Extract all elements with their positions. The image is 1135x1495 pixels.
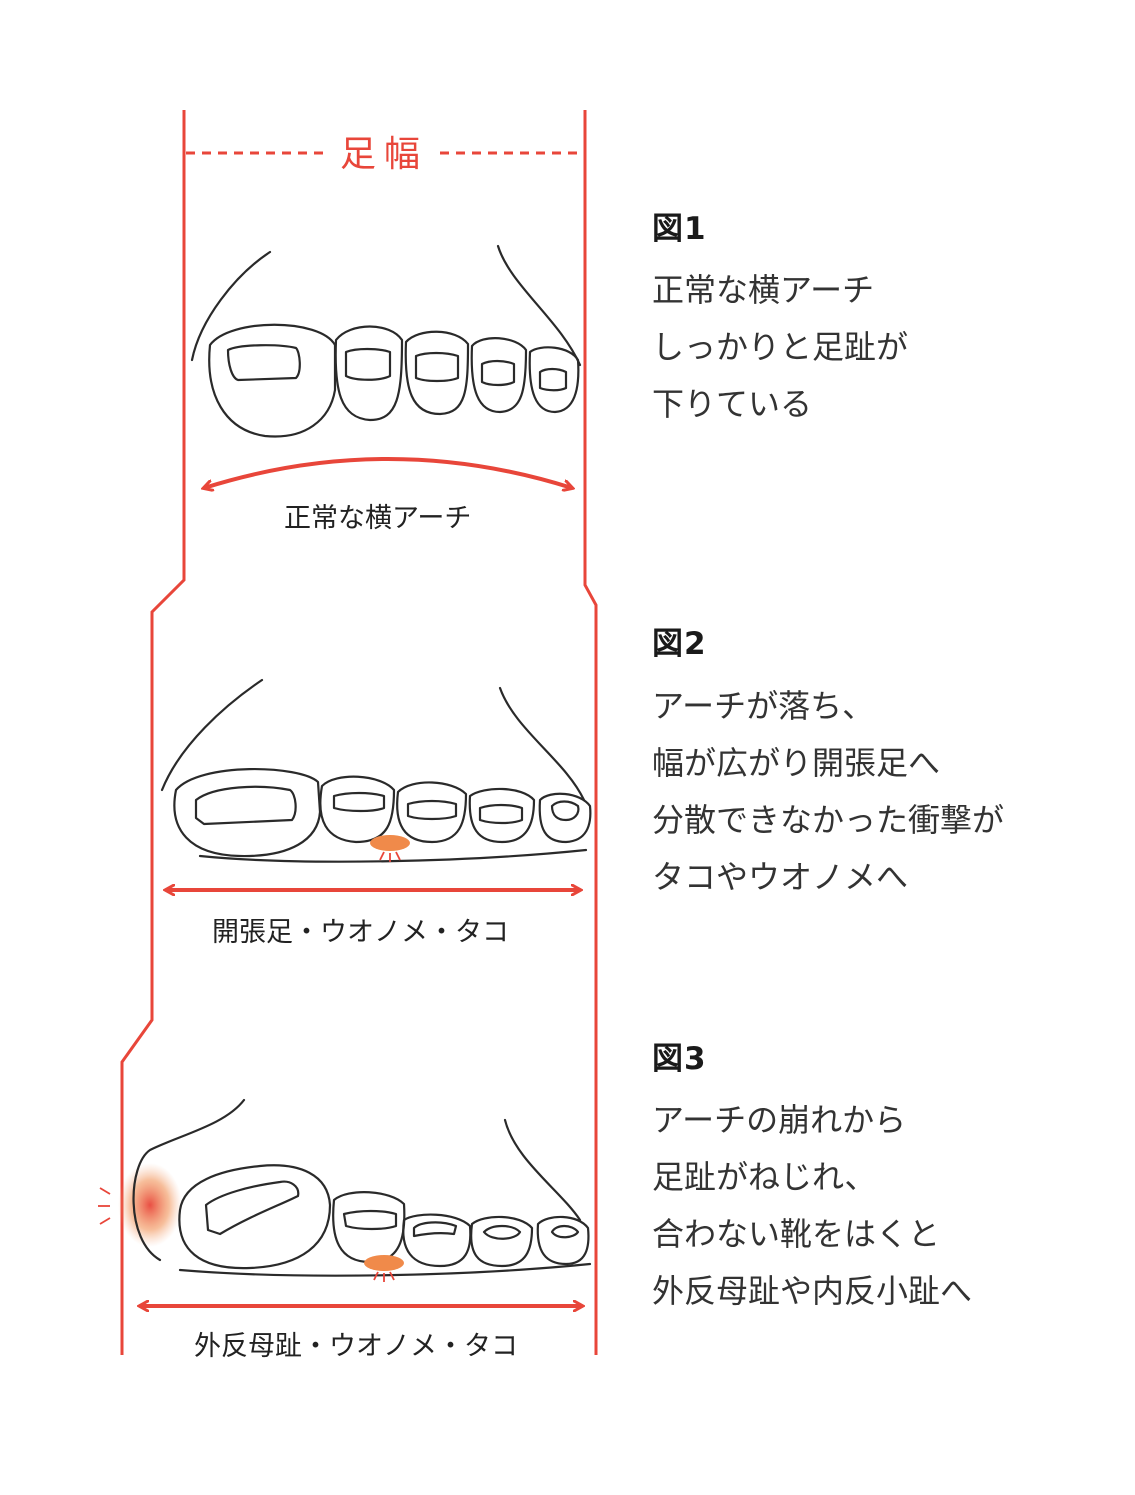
caption-figure-1: 正常な横アーチ [284, 503, 472, 534]
figure-3-line-2: 足趾がねじれ、 [652, 1158, 877, 1196]
figure-2-line-1: アーチが落ち、 [652, 687, 875, 725]
arch-arrow-1 [204, 457, 572, 488]
figure-3-title: 図3 [652, 1041, 707, 1077]
figure-3-line-4: 外反母趾や内反小趾へ [652, 1272, 973, 1310]
right-width-boundary-line [583, 110, 598, 1355]
caption-figure-2: 開張足・ウオノメ・タコ [212, 917, 509, 948]
caption-figure-3: 外反母趾・ウオノメ・タコ [194, 1331, 518, 1362]
figure-1-title: 図1 [652, 211, 707, 247]
figure-1-line-2: しっかりと足趾が [652, 328, 909, 366]
width-label: 足幅 [340, 134, 428, 175]
figure-1-description: 正常な横アーチ しっかりと足趾が 下りている [652, 262, 908, 433]
figure-3-description: アーチの崩れから 足趾がねじれ、 合わない靴をはくと 外反母趾や内反小趾へ [652, 1092, 972, 1320]
pain-ticks-3 [373, 1271, 395, 1282]
figure-2-line-2: 幅が広がり開張足へ [652, 744, 941, 782]
callus-mark-2 [370, 835, 410, 851]
left-width-boundary-line [120, 110, 186, 1355]
figure-3-line-1: アーチの崩れから [652, 1101, 907, 1139]
figure-1-line-3: 下りている [652, 385, 813, 423]
bunion-pain-ticks [98, 1187, 111, 1225]
foot-illustration-1 [190, 244, 582, 438]
bunion-highlight [118, 1163, 182, 1247]
figure-2-line-3: 分散できなかった衝撃が [652, 801, 1005, 839]
figure-2-title: 図2 [652, 626, 707, 662]
figure-3-line-3: 合わない靴をはくと [652, 1215, 941, 1253]
foot-illustration-3 [132, 1098, 592, 1277]
callus-mark-3 [364, 1255, 404, 1271]
figure-1-line-1: 正常な横アーチ [652, 271, 875, 309]
figure-2-line-4: タコやウオノメへ [652, 858, 909, 896]
figure-2-description: アーチが落ち、 幅が広がり開張足へ 分散できなかった衝撃が タコやウオノメへ [652, 678, 1004, 906]
foot-illustration-2 [160, 678, 592, 863]
pain-ticks-2 [379, 851, 401, 862]
